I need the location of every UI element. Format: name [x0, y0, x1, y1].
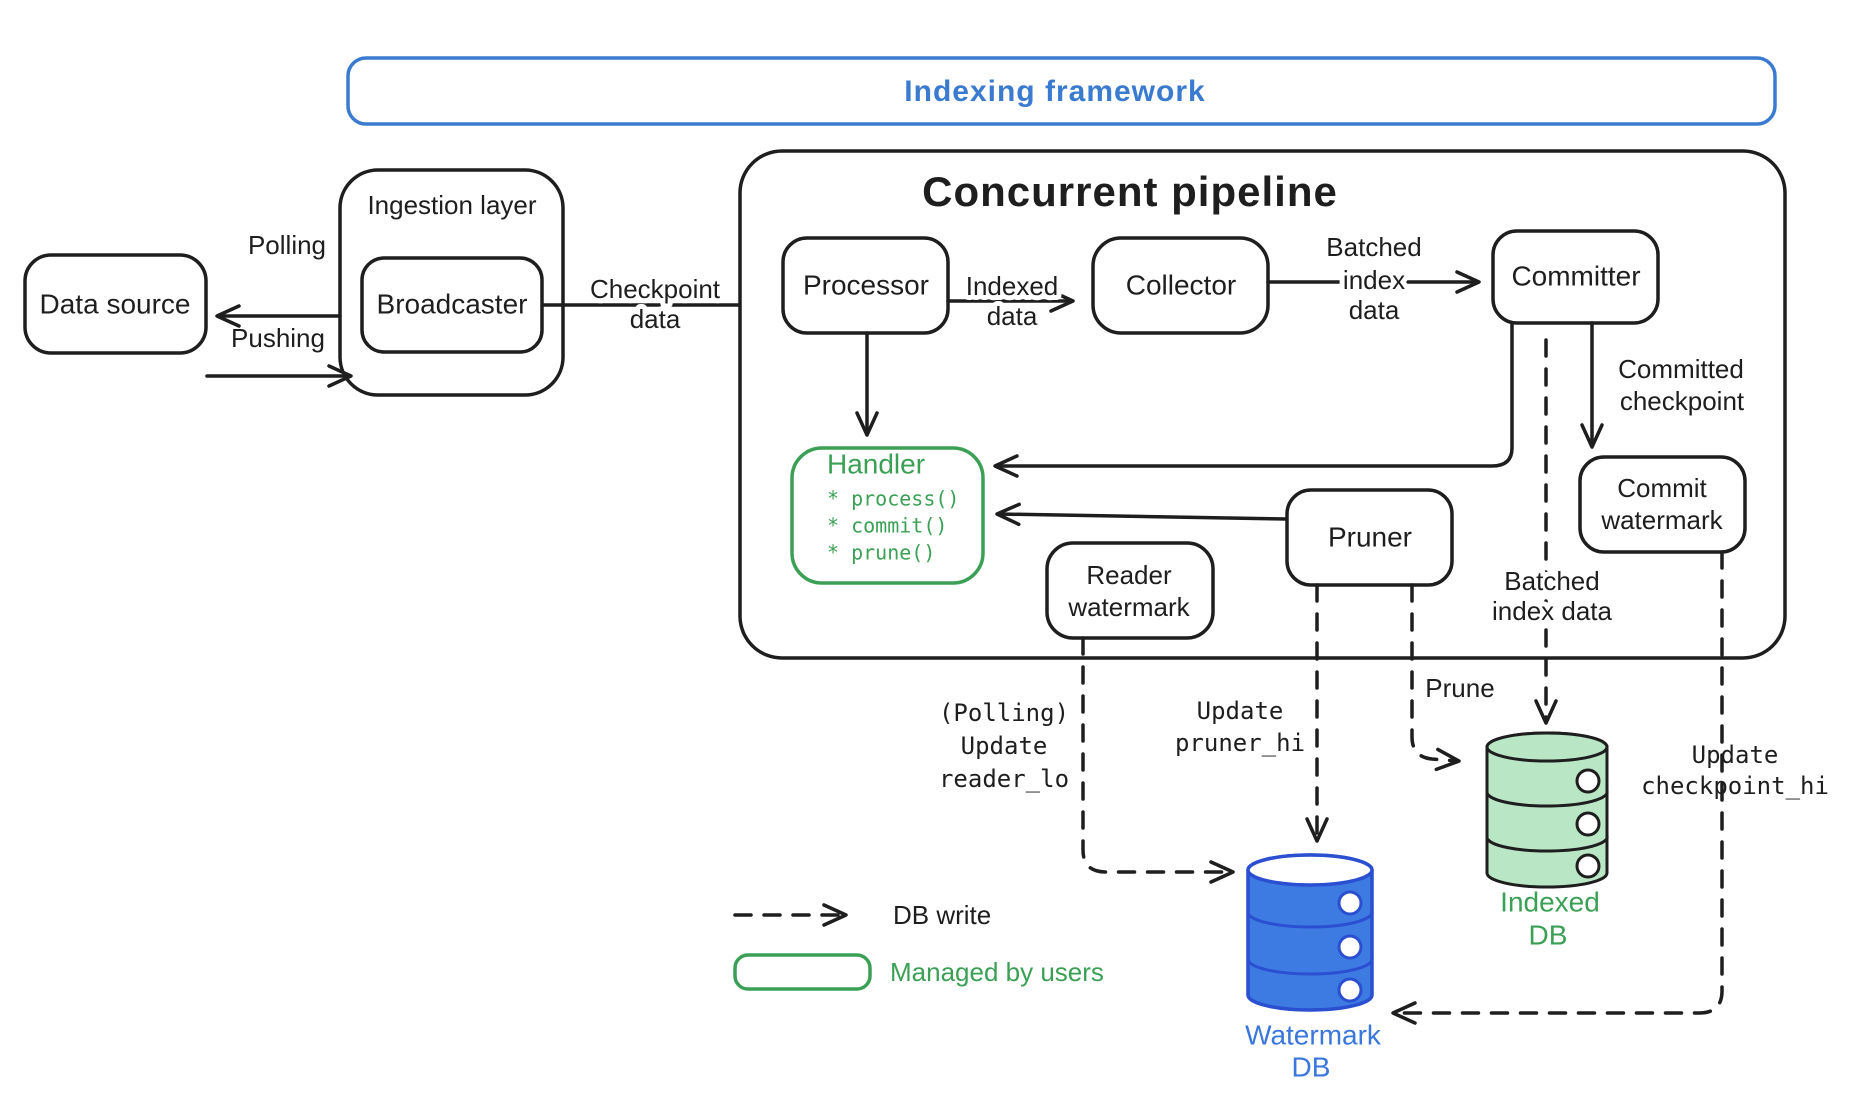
concurrent-pipeline: Concurrent pipeline Processor Indexed da… — [738, 149, 1787, 660]
indexed-db-dot-2 — [1575, 811, 1601, 837]
data-source-node — [23, 253, 208, 355]
commit-watermark-node — [1578, 455, 1747, 554]
pruner-label: Pruner — [1328, 521, 1412, 552]
watermark-db: Watermark DB — [1245, 853, 1382, 1082]
watermark-db-dot-1 — [1337, 890, 1363, 916]
update-checkpoint-hi-label-1: Update — [1692, 741, 1779, 769]
indexing-framework-label: Indexing framework — [904, 75, 1205, 108]
handler-title: Handler — [827, 448, 925, 479]
reader-watermark-label-1: Reader — [1086, 560, 1172, 590]
checkpoint-data-label-2: data — [630, 304, 681, 334]
ingestion-layer-label: Ingestion layer — [367, 190, 536, 220]
db-write-edges: (Polling) Update reader_lo Update pruner… — [939, 338, 1829, 1025]
legend: DB write Managed by users — [733, 900, 1104, 991]
broadcaster-node — [360, 256, 544, 354]
indexing-framework-frame: Indexing framework — [346, 56, 1777, 126]
indexed-db: Indexed DB — [1485, 731, 1609, 950]
committer-label: Committer — [1511, 260, 1640, 291]
watermark-db-seam-2 — [1246, 957, 1374, 976]
watermark-db-dot-3 — [1337, 977, 1363, 1003]
update-checkpoint-hi-arrow — [1391, 550, 1724, 1025]
indexed-db-top — [1485, 731, 1609, 763]
indexed-db-seam-2 — [1485, 835, 1609, 853]
update-reader-lo-label-1: (Polling) — [939, 699, 1069, 727]
data-source-label: Data source — [40, 288, 191, 319]
indexed-db-label-1: Indexed — [1500, 886, 1600, 917]
handler-item-process: * process() — [827, 487, 959, 511]
indexed-db-label-2: DB — [1529, 919, 1568, 950]
legend-managed-box — [733, 953, 872, 991]
update-reader-lo-label-3: reader_lo — [939, 765, 1069, 793]
update-pruner-hi-label-2: pruner_hi — [1175, 729, 1305, 757]
indexing-framework-box — [346, 56, 1777, 126]
commit-watermark-label-1: Commit — [1617, 473, 1707, 503]
reader-watermark-node — [1045, 541, 1215, 640]
watermark-db-top — [1246, 853, 1374, 887]
legend-managed-label: Managed by users — [890, 957, 1104, 987]
batched-index-data-label-3: data — [1349, 295, 1400, 325]
committed-checkpoint-label-2: checkpoint — [1620, 386, 1745, 416]
concurrent-pipeline-title: Concurrent pipeline — [922, 168, 1338, 215]
processor-label: Processor — [803, 269, 929, 300]
pruner-node — [1285, 488, 1454, 587]
committed-checkpoint-label-1: Committed — [1618, 354, 1744, 384]
indexed-data-label-1: Indexed — [966, 271, 1059, 301]
prune-arrow — [1410, 583, 1461, 772]
watermark-db-label-2: DB — [1292, 1051, 1331, 1082]
collector-node — [1091, 236, 1270, 335]
update-reader-lo-arrow — [1081, 636, 1235, 884]
update-reader-lo-label-2: Update — [961, 732, 1048, 760]
collector-label: Collector — [1126, 269, 1236, 300]
indexed-db-dot-1 — [1575, 768, 1601, 794]
batched-index-bottom-label-2: index data — [1492, 596, 1613, 626]
committer-to-handler-arrow — [993, 321, 1514, 478]
watermark-db-dot-2 — [1337, 934, 1363, 960]
indexed-db-seam-1 — [1485, 790, 1609, 808]
source-cluster: Data source Ingestion layer Broadcaster … — [23, 168, 767, 397]
indexed-db-dot-3 — [1575, 853, 1601, 879]
handler-item-commit: * commit() — [827, 514, 947, 538]
handler-item-prune: * prune() — [827, 541, 935, 565]
committer-node — [1491, 229, 1660, 325]
indexed-data-label-2: data — [987, 301, 1038, 331]
broadcaster-label: Broadcaster — [377, 288, 528, 319]
batched-index-bottom-label-1: Batched — [1504, 566, 1599, 596]
pushing-label: Pushing — [231, 323, 325, 353]
legend-db-write-label: DB write — [893, 900, 991, 930]
commit-watermark-label-2: watermark — [1600, 505, 1723, 535]
update-pruner-hi-label-1: Update — [1197, 697, 1284, 725]
prune-label: Prune — [1425, 673, 1494, 703]
update-checkpoint-hi-label-2: checkpoint_hi — [1641, 772, 1829, 800]
watermark-db-label-1: Watermark — [1245, 1019, 1382, 1050]
reader-watermark-label-2: watermark — [1067, 592, 1190, 622]
batched-index-data-label-2: index — [1343, 265, 1405, 295]
polling-label: Polling — [248, 230, 326, 260]
pruner-to-handler-arrow — [995, 502, 1289, 527]
batched-index-data-label-1: Batched — [1326, 232, 1421, 262]
checkpoint-data-label-1: Checkpoint — [590, 274, 721, 304]
handler-node — [790, 446, 985, 585]
watermark-db-seam-1 — [1246, 910, 1374, 929]
